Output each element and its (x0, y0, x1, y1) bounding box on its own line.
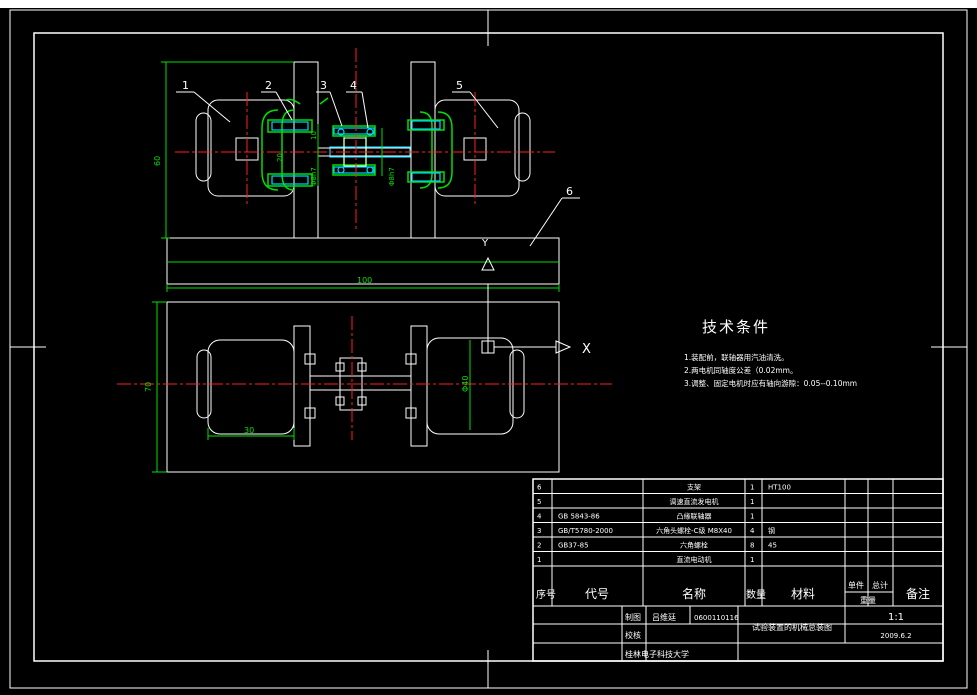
balloon-1: 1 (182, 79, 189, 92)
motor-left-endcap (195, 112, 212, 182)
tb-university: 桂林电子科技大学 (625, 649, 689, 659)
top-flange-left (293, 325, 311, 447)
bom-row-qty: 1 (750, 484, 754, 492)
dim-motor-len: 30 (244, 426, 254, 435)
tech-conditions-title: 技术条件 (702, 318, 771, 336)
bom-row-seq: 2 (537, 542, 541, 550)
bom-row-qty: 1 (750, 498, 754, 506)
bom-row-name: 六角头螺栓-C级 M8X40 (656, 526, 732, 535)
top-coupling (339, 357, 363, 411)
leader-lines (176, 91, 580, 247)
front-dimensions (161, 61, 560, 292)
centering-marks (10, 10, 967, 688)
bom-row-qty: 1 (750, 513, 754, 521)
top-motor-left-body (207, 339, 295, 435)
bom-table (532, 478, 944, 662)
balloon-2: 2 (265, 79, 272, 92)
dim-width-front: 100 (357, 276, 372, 285)
bom-row-seq: 6 (537, 484, 542, 492)
bom-row-code: GB37-85 (558, 542, 589, 550)
bom-row-seq: 4 (537, 513, 542, 521)
bom-row-material: HT100 (768, 484, 791, 492)
front-view: 60 100 Φ8h7 Φ8h7 10 20 1 2 3 4 5 6 Y (153, 48, 580, 292)
top-motor-right-body (426, 337, 514, 435)
balloon-3: 3 (320, 79, 327, 92)
top-base (166, 301, 560, 473)
balloon-5: 5 (456, 79, 463, 92)
bom-row-material: 钢 (768, 526, 775, 535)
bom-header-name: 名称 (682, 586, 706, 601)
bom-header-code: 代号 (585, 587, 609, 601)
top-centerlines (117, 316, 612, 440)
dim-shaft-dia-1: Φ8h7 (310, 167, 318, 186)
bom-header-total: 总计 (872, 580, 888, 590)
bom-header-single: 单件 (848, 580, 864, 590)
bom-row-code: GB/T5780-2000 (558, 527, 613, 535)
support-left (293, 61, 319, 239)
tb-drawn-name: 吕维廷 (652, 612, 676, 622)
bom-header-remark: 备注 (906, 586, 930, 601)
bom-row-seq: 3 (537, 527, 541, 535)
top-dimensions (152, 301, 471, 473)
balloon-4: 4 (350, 79, 357, 92)
bom-row-name: 凸缘联轴器 (677, 512, 712, 521)
tb-drawn-id: 0600110116 (694, 614, 739, 622)
motor-right-endcap (514, 112, 531, 182)
bom-row-name: 直流电动机 (677, 555, 712, 564)
tb-scale: 1:1 (888, 612, 904, 623)
dim-motor-dia: Φ40 (461, 376, 470, 392)
tech-note-1: 1.装配前，联轴器用汽油清洗。 (684, 353, 789, 362)
motor-right-body (434, 99, 520, 197)
dim-small-10: 10 (310, 131, 318, 140)
bom-row-qty: 1 (750, 556, 754, 564)
y-view-marker: Y (481, 238, 489, 249)
bom-header-material: 材料 (791, 587, 815, 601)
technical-conditions: 技术条件 1.装配前，联轴器用汽油清洗。 2.两电机同轴度公差（0.02mm。 … (684, 316, 944, 390)
x-arrow (481, 284, 572, 354)
dim-height-front: 60 (153, 156, 162, 166)
bom-header-qty: 数量 (746, 588, 766, 601)
tb-drawn-label: 制图 (625, 612, 641, 622)
dim-shaft-dia-2: Φ8h7 (388, 167, 396, 186)
bom-row-name: 调速直流发电机 (670, 497, 719, 506)
bom-row-code: GB 5843-86 (558, 513, 600, 521)
tb-drawing-title: 试验装置的机械总装图 (752, 622, 832, 632)
bom-row-name: 支架 (687, 483, 701, 492)
tb-date: 2009.6.2 (880, 632, 911, 640)
tech-note-3: 3.调整、固定电机时应有轴向游隙：0.05--0.10mm (684, 379, 858, 388)
bom-header-weight: 重量 (860, 595, 876, 605)
front-centerlines (175, 48, 555, 232)
top-flange-right (410, 325, 428, 447)
bom-row-qty: 8 (750, 542, 754, 550)
top-view: 70 30 Φ40 X (117, 284, 612, 473)
y-arrow (481, 256, 495, 271)
balloon-labels: 1 2 3 4 5 6 (182, 79, 573, 198)
top-shaft (309, 375, 412, 391)
tb-checked-label: 校核 (625, 630, 641, 640)
window-top-strip (0, 0, 977, 8)
tech-note-2: 2.两电机同轴度公差（0.02mm。 (684, 366, 798, 375)
bom-row-seq: 1 (537, 556, 541, 564)
bom-header-seq: 序号 (536, 588, 556, 601)
top-bolts (304, 353, 417, 419)
bom-row-qty: 4 (750, 527, 755, 535)
dim-small-20: 20 (276, 153, 284, 162)
bom-row-seq: 5 (537, 498, 541, 506)
bom-row-name: 六角螺栓 (680, 541, 708, 550)
balloon-6: 6 (566, 185, 573, 198)
bom-row-material: 45 (768, 542, 777, 550)
motor-left-body (207, 99, 295, 197)
base-plate (166, 237, 560, 285)
x-view-marker: X (582, 342, 591, 357)
dim-height-top: 70 (144, 382, 153, 392)
